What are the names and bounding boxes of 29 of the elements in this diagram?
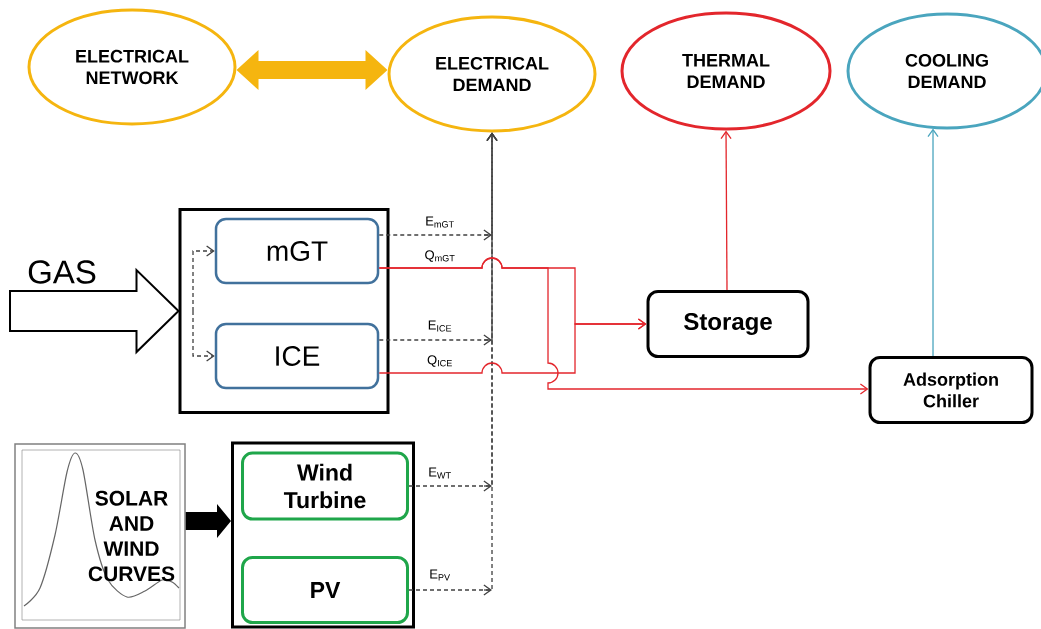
group-box — [231, 441, 415, 629]
block-arrow — [185, 504, 231, 538]
edge-label: E$_{mGT}$ — [423, 215, 457, 229]
dashed-arrow — [192, 310, 215, 362]
curve-panel: SOLAR AND WIND CURVES — [14, 443, 186, 629]
edge-label: Q$_{ICE}$ — [425, 353, 455, 369]
group-box — [178, 208, 390, 414]
arrow — [927, 128, 939, 357]
dashed-arrow — [408, 132, 498, 596]
arrow — [720, 130, 732, 291]
oval-node: ELECTRICAL NETWORK — [27, 8, 237, 126]
block-arrow — [236, 50, 388, 90]
process-box: mGT — [214, 217, 380, 285]
oval-node: THERMAL DEMAND — [620, 11, 832, 131]
edge-label: GAS — [25, 259, 99, 285]
process-box: Adsorption Chiller — [868, 356, 1034, 424]
edge-label: E$_{ICE}$ — [426, 319, 454, 333]
edge-label: Q$_{mGT}$ — [423, 248, 457, 264]
process-box: PV — [241, 556, 409, 624]
process-box: Storage — [646, 290, 810, 358]
edge-label: E$_{PV}$ — [427, 568, 453, 582]
process-box: ICE — [214, 322, 380, 390]
dashed-arrow — [192, 245, 215, 312]
oval-node: ELECTRICAL DEMAND — [387, 15, 597, 133]
process-box: Wind Turbine — [241, 451, 409, 521]
arrow — [378, 318, 647, 374]
edge-label: E$_{WT}$ — [426, 466, 454, 480]
arrow — [378, 257, 869, 395]
block-arrow — [9, 267, 180, 355]
